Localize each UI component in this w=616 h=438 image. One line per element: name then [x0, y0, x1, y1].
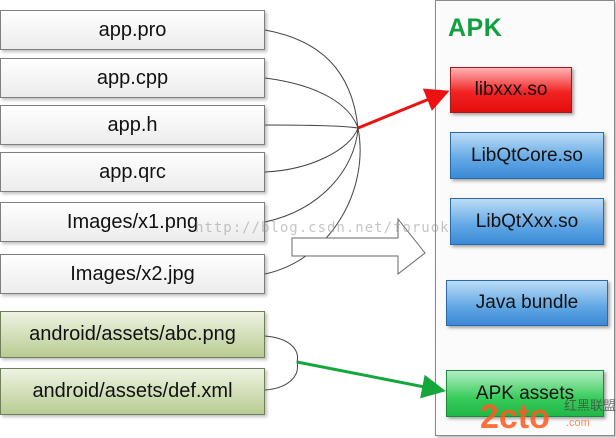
apk-item-apk-assets: APK assets — [446, 370, 604, 417]
source-label: app.qrc — [99, 160, 166, 183]
brace-line — [264, 127, 359, 223]
brace-line — [264, 127, 361, 275]
brace-line — [264, 77, 359, 129]
source-label: Images/x1.png — [66, 210, 199, 233]
apk-item-libqtcore: LibQtCore.so — [450, 132, 604, 179]
apk-item-java-bundle: Java bundle — [446, 280, 608, 326]
brace-line — [264, 361, 299, 391]
asset-label: android/assets/abc.png — [29, 323, 236, 345]
source-box-app-pro: app.pro — [0, 10, 265, 50]
brace-line — [264, 124, 359, 129]
brace-line — [264, 29, 359, 129]
source-box-images-x2: Images/x2.jpg — [0, 254, 265, 294]
brace-line — [264, 335, 299, 363]
apk-item-libqtxxx: LibQtXxx.so — [450, 198, 604, 245]
apk-item-label: Java bundle — [475, 292, 579, 313]
asset-box-def-xml: android/assets/def.xml — [0, 368, 265, 415]
source-label: app.h — [107, 113, 158, 136]
apk-item-label: APK assets — [475, 382, 575, 404]
red-arrow — [357, 88, 450, 130]
svg-text:2cto: 2cto — [480, 398, 550, 436]
apk-item-label: libxxx.so — [474, 79, 548, 100]
apk-item-label: LibQtCore.so — [471, 144, 583, 166]
source-label: app.cpp — [96, 66, 169, 89]
apk-item-libxxx: libxxx.so — [450, 67, 572, 113]
apk-title: APK — [448, 14, 503, 42]
source-box-app-h: app.h — [0, 105, 265, 145]
source-box-app-qrc: app.qrc — [0, 152, 265, 192]
apk-item-label: LibQtXxx.so — [475, 210, 579, 232]
asset-brace-lines — [264, 335, 299, 391]
site-logo: 2cto 红黑联盟 .com — [480, 398, 616, 436]
svg-text:红黑联盟: 红黑联盟 — [564, 398, 616, 414]
block-arrow — [291, 217, 426, 276]
asset-box-abc-png: android/assets/abc.png — [0, 311, 265, 358]
watermark-text: http://blog.csdn.net/foruok — [195, 220, 450, 236]
asset-label: android/assets/def.xml — [32, 380, 233, 402]
source-brace-lines — [264, 29, 361, 275]
brace-line — [264, 127, 359, 173]
source-box-images-x1: Images/x1.png — [0, 202, 265, 242]
green-arrow — [296, 360, 446, 399]
source-box-app-cpp: app.cpp — [0, 58, 265, 98]
svg-text:.com: .com — [566, 417, 590, 429]
source-label: Images/x2.jpg — [70, 262, 195, 285]
source-label: app.pro — [98, 18, 167, 41]
